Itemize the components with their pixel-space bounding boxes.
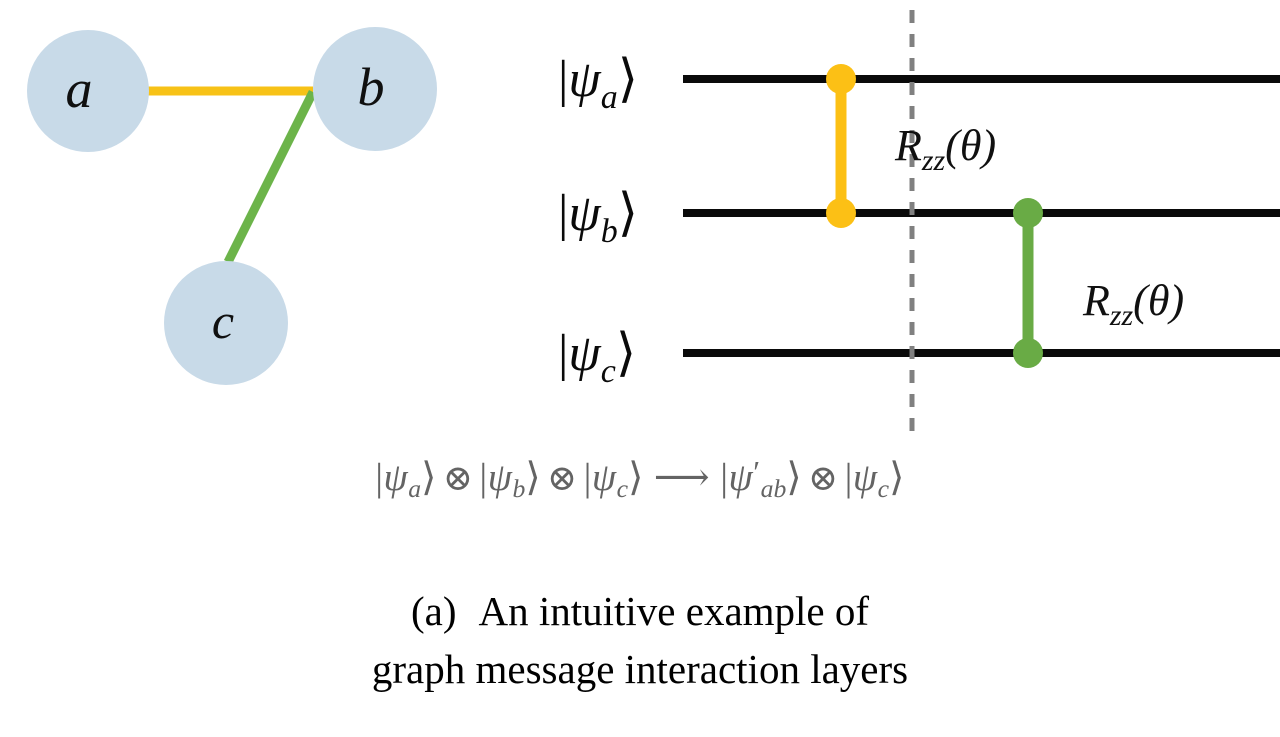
eq-ket-b-open: | (479, 455, 488, 499)
eq-ket-c2-close: ⟩ (889, 455, 905, 499)
ket-psi-b: ψ (568, 185, 602, 242)
ket-open-bar-c: | (558, 325, 568, 382)
caption-line-1: (a) An intuitive example of (0, 582, 1280, 640)
figure-caption: (a) An intuitive example of graph message… (0, 582, 1280, 698)
eq-ket-c-open: | (583, 455, 592, 499)
ket-psi-a: ψ (568, 51, 602, 108)
gate-rzz-bc[interactable]: Rzz(θ) (1013, 198, 1184, 368)
eq-ket-b-psi: ψ (487, 455, 513, 499)
eq-ket-a-close: ⟩ (421, 455, 437, 499)
caption-line-1-text: An intuitive example of (478, 588, 870, 634)
eq-ket-b-close: ⟩ (525, 455, 542, 499)
graph-node-a-label: a (66, 59, 93, 119)
ket-label-b: |ψb⟩ (558, 185, 638, 250)
graph-node-c-circle (164, 261, 288, 385)
gate-rzz-bc-dot-top (1013, 198, 1043, 228)
eq-ket-c2-sub: c (877, 474, 890, 504)
eq-ket-b: |ψb⟩ (479, 455, 542, 503)
ket-sub-c: c (601, 353, 616, 390)
eq-ket-c2: |ψc⟩ (844, 455, 905, 503)
quantum-circuit-panel: |ψa⟩ |ψb⟩ |ψc⟩ (540, 0, 1280, 440)
gate-rzz-ab[interactable]: Rzz(θ) (826, 64, 996, 228)
graph-svg: a b c (27, 27, 437, 385)
ket-open-bar-a: | (558, 51, 568, 108)
ket-psi-c: ψ (568, 325, 602, 382)
ket-close-bar-b: ⟩ (618, 185, 638, 242)
eq-ket-b-sub: b (512, 474, 526, 504)
ket-sub-a: a (601, 79, 618, 116)
gate-rzz-ab-dot-top (826, 64, 856, 94)
graph-node-b-circle (313, 27, 437, 151)
ket-close-bar-c: ⟩ (616, 325, 636, 382)
graph-node-a[interactable]: a (27, 30, 149, 152)
svg-text:|ψc⟩: |ψc⟩ (558, 325, 636, 390)
gate-rzz-ab-label-arg: (θ) (945, 121, 996, 170)
circuit-svg: |ψa⟩ |ψb⟩ |ψc⟩ (558, 10, 1280, 432)
ket-open-bar-b: | (558, 185, 568, 242)
eq-ket-ab-open: | (720, 455, 729, 499)
graph-edge-b-c (223, 89, 318, 265)
eq-tensor-3: ⊗ (808, 457, 839, 498)
graph-node-a-circle (27, 30, 149, 152)
gate-rzz-ab-label-sub: zz (921, 144, 946, 177)
gate-rzz-bc-label: Rzz(θ) (1082, 276, 1184, 332)
graph-node-b-label: b (358, 57, 385, 117)
gate-rzz-bc-dot-bottom (1013, 338, 1043, 368)
gate-rzz-ab-label-main: R (894, 121, 922, 170)
eq-ket-ab-prime: ′ (753, 455, 761, 490)
tensor-product-equation: |ψa⟩⊗|ψb⟩⊗|ψc⟩⟶|ψ′ab⟩⊗|ψc⟩ (0, 443, 1280, 519)
eq-ket-a: |ψa⟩ (375, 455, 437, 503)
ket-close-bar-a: ⟩ (618, 51, 638, 108)
graph-node-c-label: c (212, 293, 234, 349)
gate-rzz-bc-label-sub: zz (1109, 299, 1134, 332)
eq-ket-a-psi: ψ (383, 455, 409, 499)
ket-sub-b: b (601, 213, 618, 250)
eq-ket-c2-open: | (844, 455, 853, 499)
eq-ket-c-psi: ψ (591, 455, 617, 499)
eq-tensor-1: ⊗ (442, 457, 474, 498)
eq-ket-c-close: ⟩ (628, 455, 644, 499)
ket-label-c: |ψc⟩ (558, 325, 636, 390)
gate-rzz-ab-label: Rzz(θ) (894, 121, 996, 177)
gate-rzz-ab-dot-bottom (826, 198, 856, 228)
graph-node-c[interactable]: c (164, 261, 288, 385)
gate-rzz-bc-label-main: R (1082, 276, 1110, 325)
eq-ket-ab: |ψ′ab⟩ (720, 455, 803, 503)
eq-arrow: ⟶ (653, 455, 711, 499)
svg-text:|ψb⟩: |ψb⟩ (558, 185, 638, 250)
eq-ket-c-sub: c (616, 474, 629, 504)
eq-ket-a-sub: a (408, 474, 422, 504)
eq-ket-ab-sub: ab (760, 474, 787, 504)
graph-panel: a b c (0, 0, 520, 430)
ket-label-a: |ψa⟩ (558, 51, 638, 116)
gate-rzz-bc-label-arg: (θ) (1133, 276, 1184, 325)
caption-tag: (a) (410, 588, 457, 634)
caption-line-2: graph message interaction layers (371, 646, 909, 692)
eq-ket-ab-close: ⟩ (786, 455, 803, 499)
eq-ket-ab-psi: ψ (728, 455, 754, 499)
eq-ket-a-open: | (375, 455, 384, 499)
eq-ket-c: |ψc⟩ (583, 455, 644, 503)
eq-ket-c2-psi: ψ (852, 455, 878, 499)
graph-node-b[interactable]: b (313, 27, 437, 151)
svg-text:|ψa⟩: |ψa⟩ (558, 51, 638, 116)
eq-tensor-2: ⊗ (547, 457, 578, 498)
